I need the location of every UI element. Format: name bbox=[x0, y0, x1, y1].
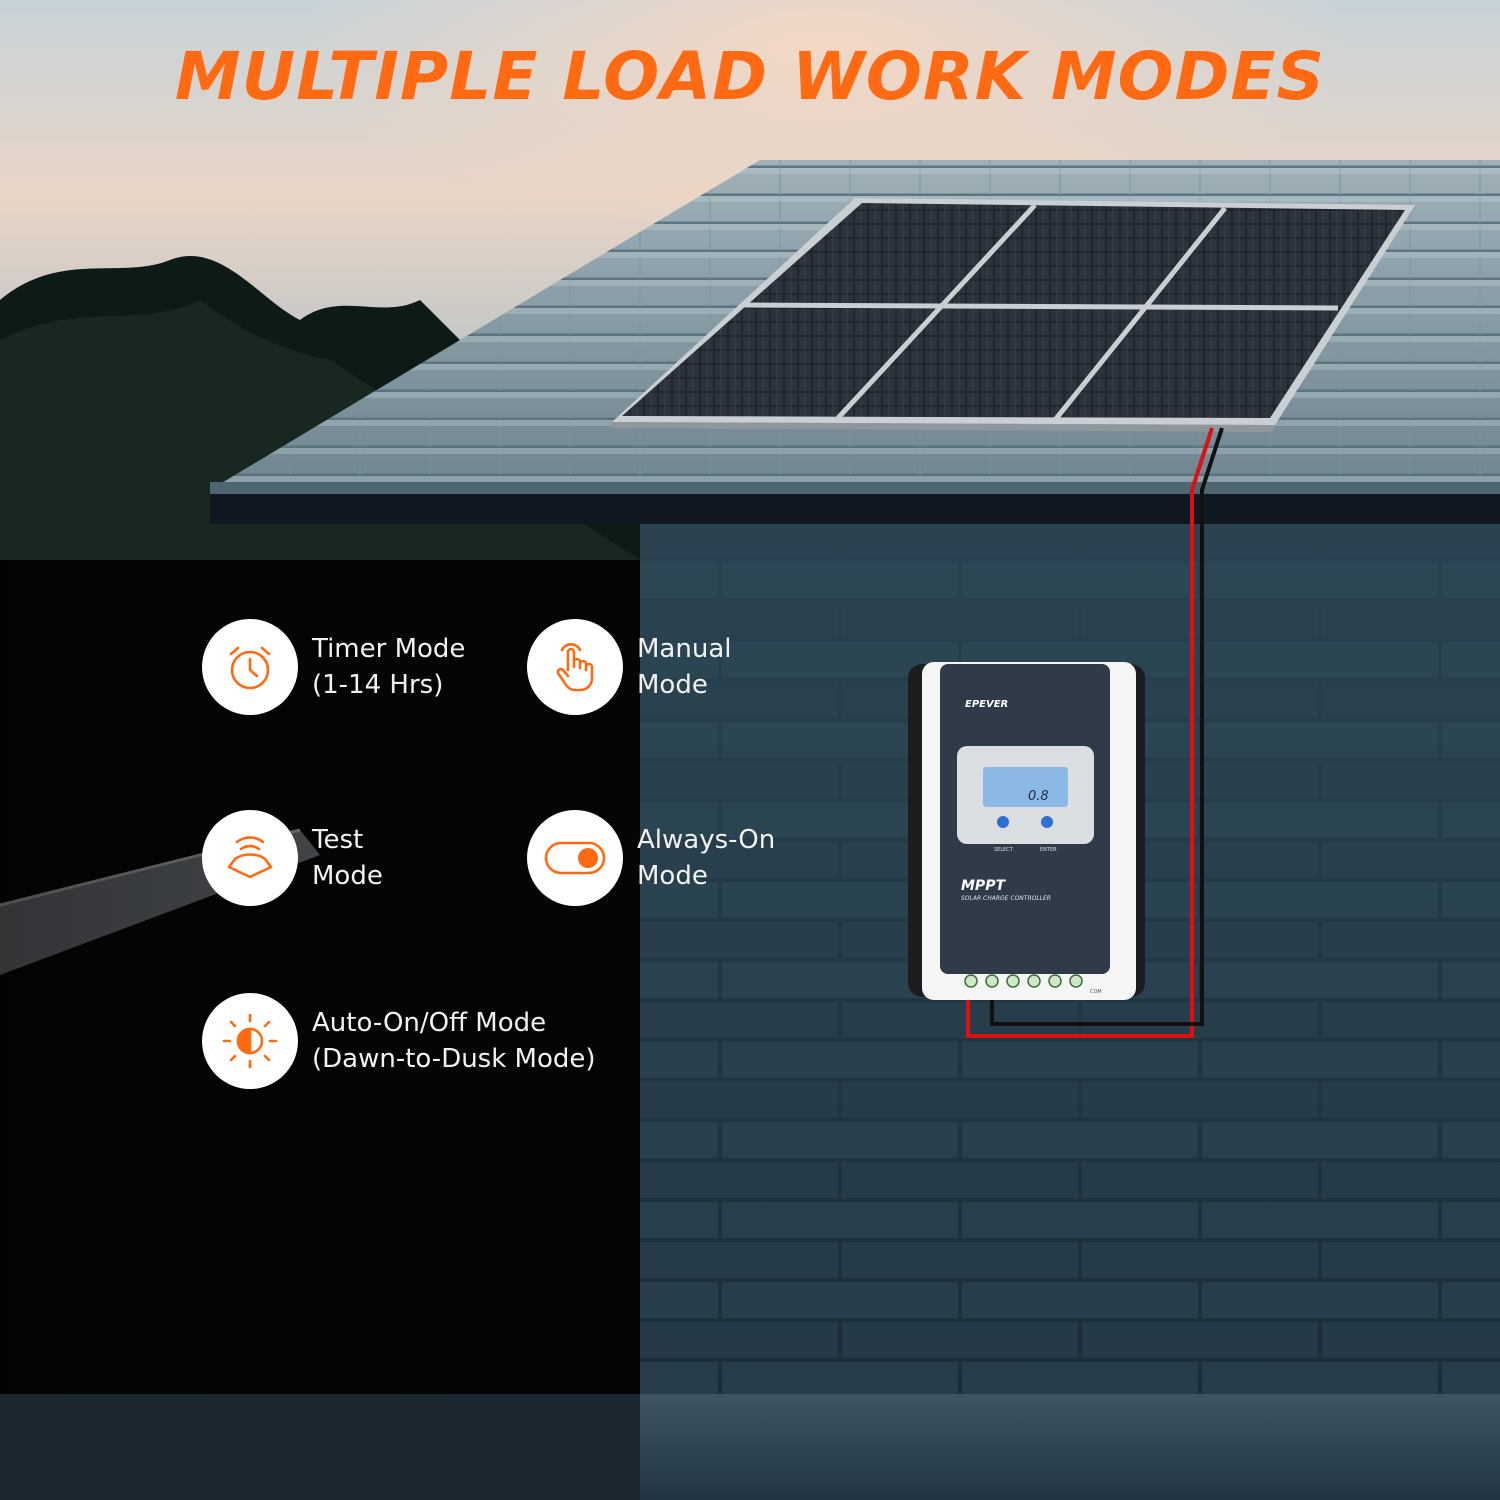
controller-select-label: SELECT bbox=[994, 847, 1013, 853]
toggle-switch-icon bbox=[527, 810, 623, 906]
hand-pointer-icon bbox=[527, 619, 623, 715]
alarm-clock-icon bbox=[202, 619, 298, 715]
controller-enter-label: ENTER bbox=[1040, 847, 1057, 853]
controller-terminal-label: COM bbox=[1090, 989, 1102, 995]
mode-auto-on-off-label: Auto-On/Off Mode(Dawn-to-Dusk Mode) bbox=[312, 1008, 596, 1074]
mode-timer-label: Timer Mode(1-14 Hrs) bbox=[312, 634, 466, 700]
mode-timer: Timer Mode(1-14 Hrs) bbox=[202, 619, 465, 715]
controller-subtitle: SOLAR CHARGE CONTROLLER bbox=[961, 895, 1051, 902]
controller-model: MPPT bbox=[961, 878, 1006, 894]
half-sun-icon bbox=[202, 993, 298, 1089]
page-title: MULTIPLE LOAD WORK MODES bbox=[174, 38, 1326, 115]
mode-auto-on-off: Auto-On/Off Mode(Dawn-to-Dusk Mode) bbox=[202, 993, 596, 1089]
controller-brand: EPEVER bbox=[965, 699, 1009, 710]
controller-display-value: 0.8 bbox=[1028, 789, 1049, 804]
signal-test-icon bbox=[202, 810, 298, 906]
